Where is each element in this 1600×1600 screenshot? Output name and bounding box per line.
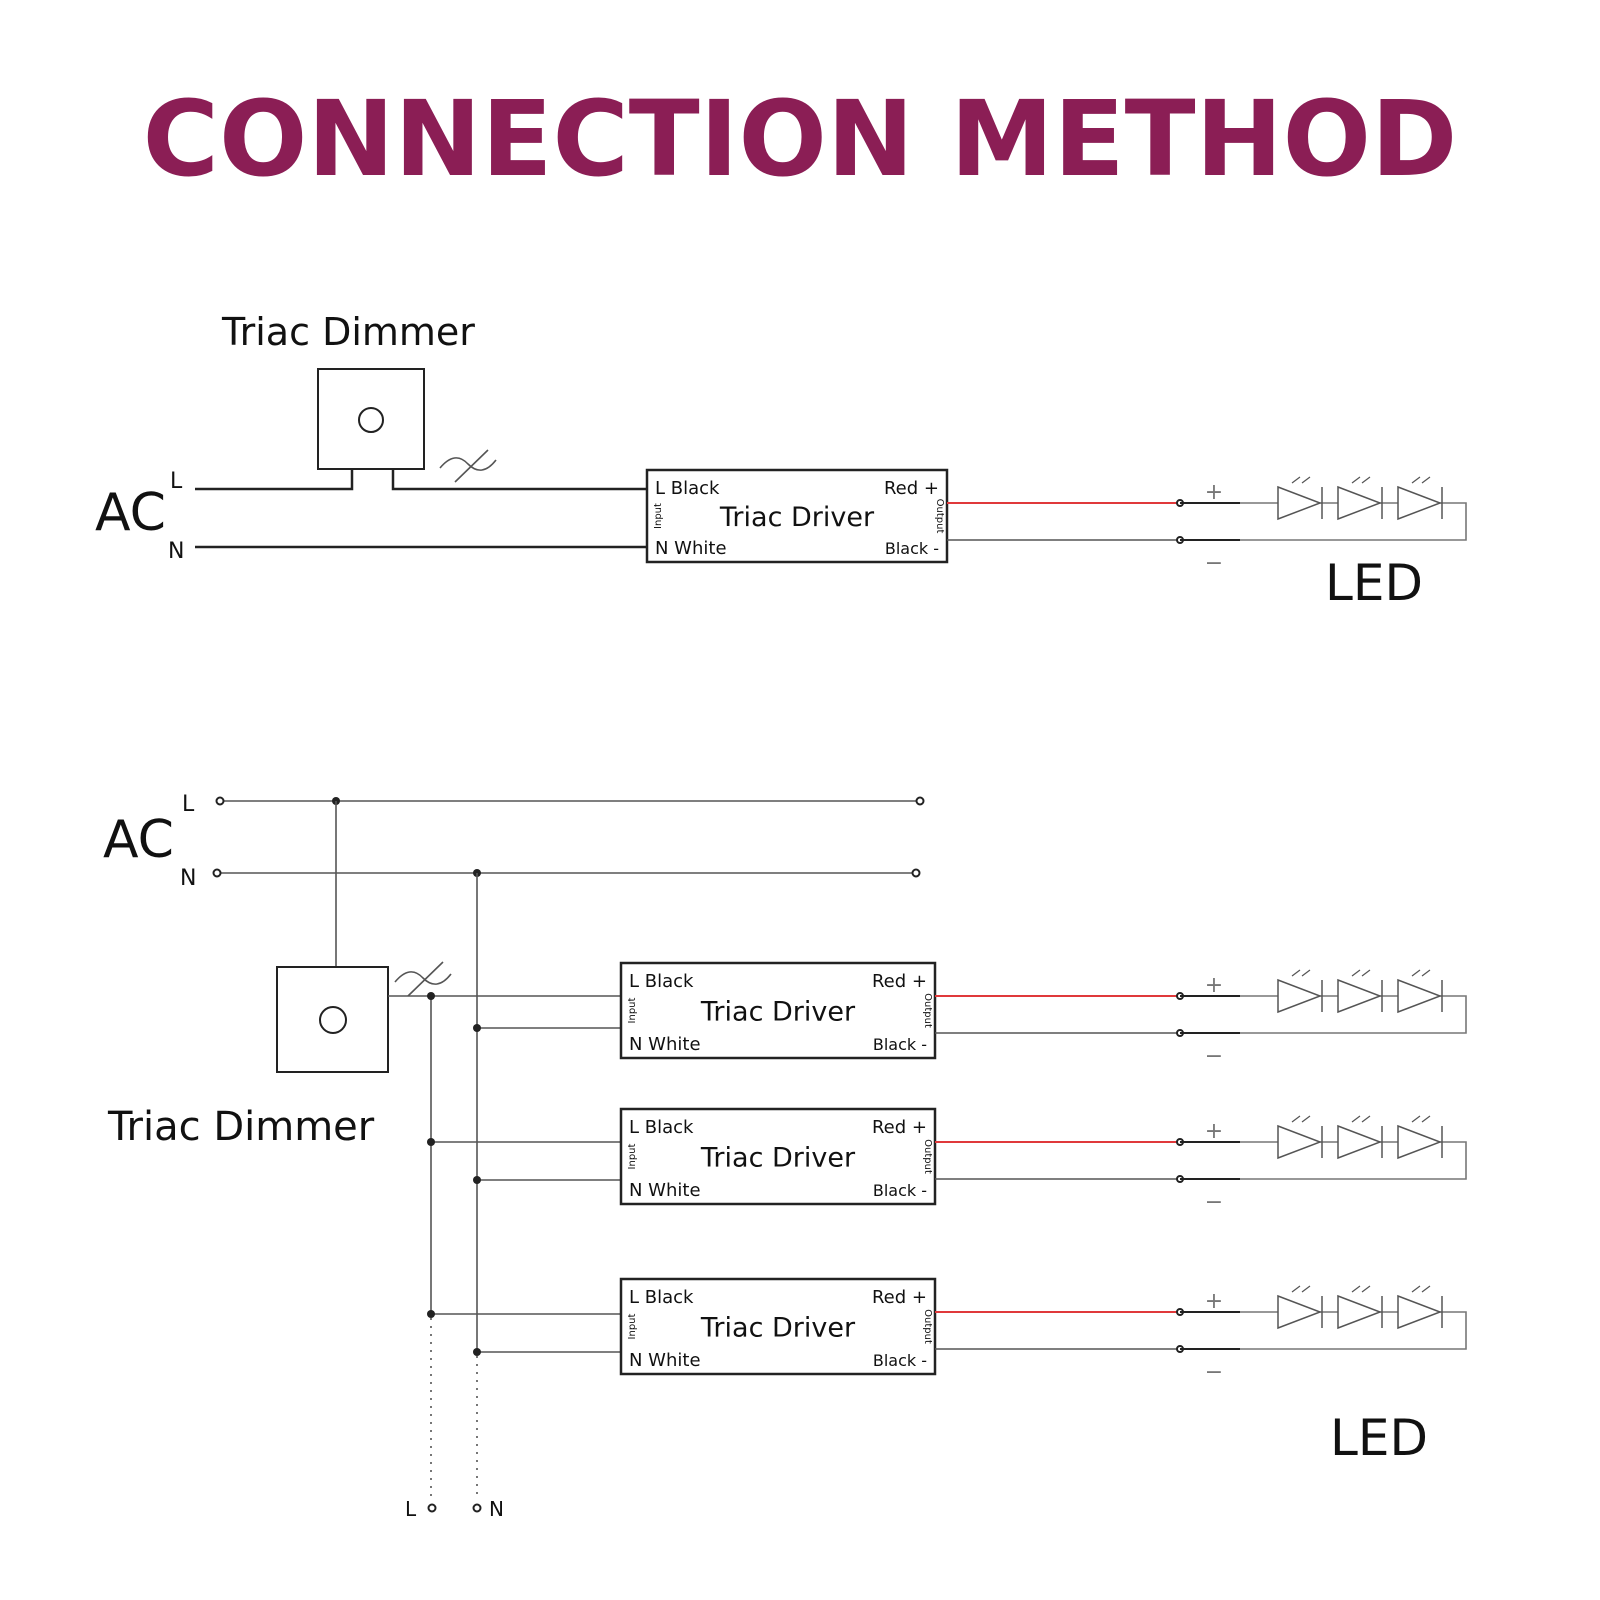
dimmed-l-wire [391, 470, 647, 491]
dimmer-knob-icon [319, 1006, 347, 1034]
triac-dimmer [317, 368, 425, 470]
led-diode-icon [1397, 1285, 1443, 1330]
junction-dot [473, 1348, 481, 1356]
triac-driver-unit: L Black N White Red + Black - Triac Driver In… [645, 468, 1467, 576]
triac-driver-box [645, 468, 949, 564]
triac-driver-unit: L Black N White Red + Black - Triac Driver In… [427, 1107, 1467, 1215]
page-title: CONNECTION METHOD [143, 78, 1458, 200]
triac-dimmer [276, 966, 389, 1073]
minus-label: − [1205, 1360, 1223, 1385]
triac-driver-unit: L Black N White Red + Black - Triac Driver In… [427, 1277, 1467, 1385]
dimmer-label: Triac Dimmer [221, 310, 475, 354]
input-n-label: N White [629, 1034, 701, 1055]
output-side-label: Output [922, 993, 933, 1028]
lead-wire [1180, 995, 1240, 1034]
ac-l-label: L [182, 792, 195, 817]
output-neg-label: Black - [873, 1035, 927, 1054]
dimmer-label: Triac Dimmer [107, 1104, 375, 1150]
ac-n-label: N [180, 866, 196, 891]
minus-label: − [1205, 1044, 1223, 1069]
input-n-label: N White [629, 1350, 701, 1371]
junction-dot [473, 1176, 481, 1184]
led-label: LED [1325, 554, 1423, 612]
input-l-label: L Black [629, 1287, 694, 1308]
led-diode-icon [1397, 1115, 1443, 1160]
bus-n-label: N [489, 1497, 504, 1521]
output-pos-label: Red + [884, 478, 939, 499]
output-pos-label: Red + [872, 971, 927, 992]
ac-n-label: N [168, 539, 184, 564]
led-diode-icon [1397, 969, 1443, 1014]
led-diode-icon [1277, 1115, 1323, 1160]
bus-l-label: L [405, 1497, 417, 1521]
minus-label: − [1205, 551, 1223, 576]
triac-driver-box [619, 1107, 937, 1206]
led-diode-icon [1277, 476, 1323, 521]
output-side-label: Output [934, 499, 945, 534]
junction-dot [427, 992, 435, 1000]
bus-continuation [430, 1318, 478, 1500]
led-label: LED [1330, 1409, 1428, 1467]
led-diode-icon [1337, 1115, 1383, 1160]
junction-dot [427, 1310, 435, 1318]
driver-name: Triac Driver [700, 1143, 856, 1174]
input-side-label: Input [653, 503, 664, 529]
output-pos-label: Red + [872, 1117, 927, 1138]
output-neg-label: Black - [885, 539, 939, 558]
junction-dot [473, 1024, 481, 1032]
single-driver-diagram: Triac Dimmer AC L N L Black N White Red + B… [95, 310, 1467, 612]
input-l-label: L Black [629, 971, 694, 992]
led-diode-icon [1277, 1285, 1323, 1330]
dimmer-knob-icon [358, 407, 384, 433]
ac-l-label: L [170, 469, 183, 494]
lead-wire [1180, 502, 1240, 541]
plus-label: + [1205, 480, 1223, 505]
led-diode-icon [1277, 969, 1323, 1014]
ac-label: AC [95, 483, 166, 543]
driver-name: Triac Driver [719, 502, 875, 533]
output-neg-label: Black - [873, 1181, 927, 1200]
ac-l-wire [195, 470, 354, 491]
triac-driver-box [619, 961, 937, 1060]
led-diode-icon [1337, 476, 1383, 521]
input-side-label: Input [627, 997, 638, 1023]
driver-name: Triac Driver [700, 997, 856, 1028]
plus-label: + [1205, 1119, 1223, 1144]
input-l-label: L Black [655, 478, 720, 499]
lead-wire [1180, 1311, 1240, 1350]
input-n-label: N White [655, 538, 727, 559]
input-side-label: Input [627, 1143, 638, 1169]
minus-label: − [1205, 1190, 1223, 1215]
lead-wire [1180, 1141, 1240, 1180]
plus-label: + [1205, 973, 1223, 998]
input-side-label: Input [627, 1313, 638, 1339]
ac-label: AC [103, 810, 174, 870]
driver-name: Triac Driver [700, 1313, 856, 1344]
plus-label: + [1205, 1289, 1223, 1314]
output-pos-label: Red + [872, 1287, 927, 1308]
input-l-label: L Black [629, 1117, 694, 1138]
led-diode-icon [1397, 476, 1443, 521]
output-neg-label: Black - [873, 1351, 927, 1370]
triac-driver-unit: L Black N White Red + Black - Triac Driver In… [427, 961, 1467, 1069]
dimmer-symbol-icon [394, 961, 452, 997]
output-side-label: Output [922, 1309, 933, 1344]
led-diode-icon [1337, 969, 1383, 1014]
input-n-label: N White [629, 1180, 701, 1201]
led-diode-icon [1337, 1285, 1383, 1330]
dimmer-symbol-icon [439, 449, 497, 483]
output-side-label: Output [922, 1139, 933, 1174]
junction-dot [427, 1138, 435, 1146]
triac-driver-box [619, 1277, 937, 1376]
